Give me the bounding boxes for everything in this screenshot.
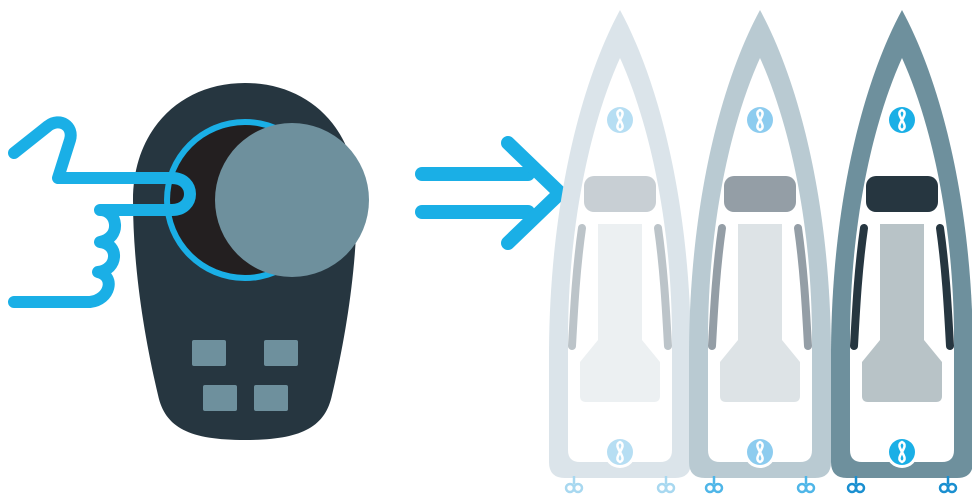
cockpit-floor xyxy=(580,224,660,402)
cockpit-floor xyxy=(862,224,942,402)
right-arrow-icon xyxy=(415,136,567,250)
pointing-hand-icon xyxy=(8,116,196,308)
boat-top-view-icon xyxy=(831,10,972,478)
boat-stage-dark xyxy=(831,10,972,494)
controller-button xyxy=(264,340,298,366)
propeller-icon xyxy=(796,476,816,494)
thruster-icon xyxy=(886,436,918,468)
thruster-icon xyxy=(604,436,636,468)
joystick-controller-icon xyxy=(133,83,369,440)
boat-top-view-icon xyxy=(689,10,831,478)
controller-button xyxy=(203,385,237,411)
joystick-knob xyxy=(215,123,369,277)
thruster-icon xyxy=(744,104,776,136)
propeller-icon xyxy=(846,476,866,494)
thruster-icon xyxy=(886,104,918,136)
thruster-icon xyxy=(604,104,636,136)
boat-stage-medium xyxy=(689,10,831,494)
boat-top-view-icon xyxy=(549,10,691,478)
propeller-icon xyxy=(938,476,958,494)
right-rail xyxy=(936,224,954,350)
cockpit-floor xyxy=(720,224,800,402)
left-rail xyxy=(708,224,726,350)
boat-sequence xyxy=(549,10,972,494)
controller-button xyxy=(254,385,288,411)
console-seat xyxy=(866,176,938,212)
right-rail xyxy=(654,224,672,350)
boat-stage-light xyxy=(549,10,691,494)
console-seat xyxy=(584,176,656,212)
left-rail xyxy=(568,224,586,350)
console-seat xyxy=(724,176,796,212)
right-rail xyxy=(794,224,812,350)
thruster-icon xyxy=(744,436,776,468)
propeller-icon xyxy=(704,476,724,494)
left-rail xyxy=(850,224,868,350)
controller-button xyxy=(192,340,226,366)
propeller-icon xyxy=(564,476,584,494)
propeller-icon xyxy=(656,476,676,494)
